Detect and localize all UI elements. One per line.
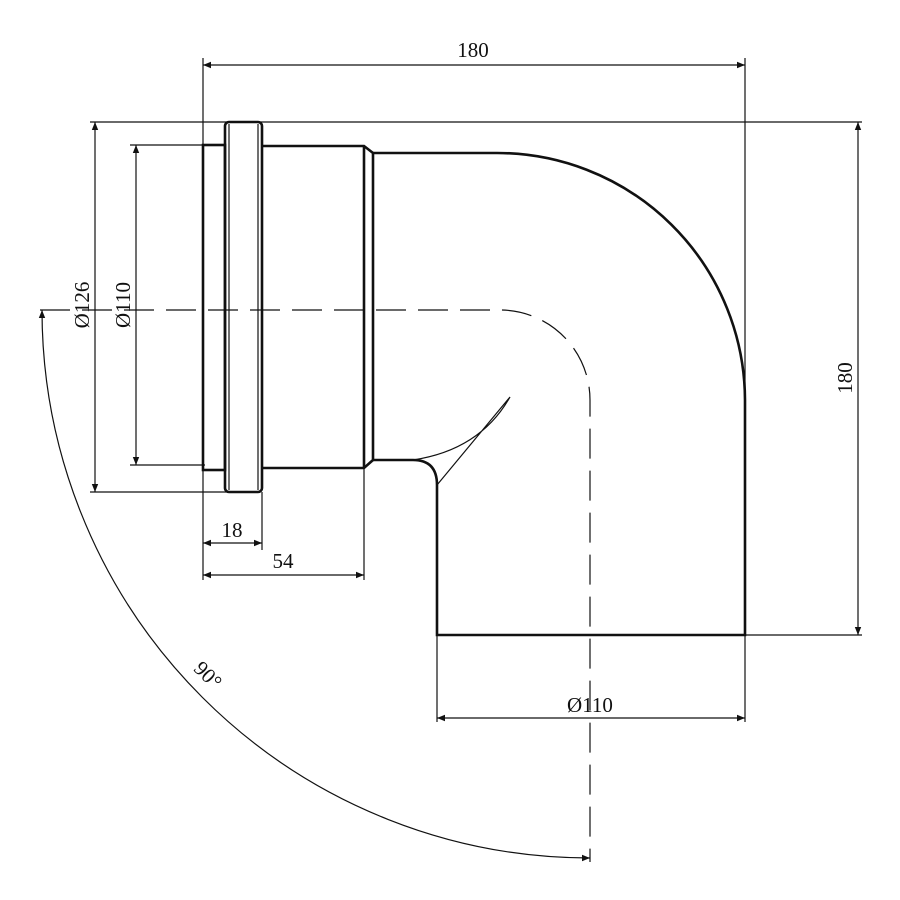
outlet-diameter-label: Ø110 — [567, 693, 613, 717]
seal-ring — [223, 120, 264, 494]
height-dimension-label: 180 — [833, 362, 857, 394]
angle-label: 90° — [189, 656, 227, 694]
inner-bend-edge — [412, 396, 511, 486]
ring-width-label: 18 — [222, 518, 243, 542]
socket-length-label: 54 — [273, 549, 295, 573]
outer-diameter-label: Ø126 — [70, 282, 94, 329]
inner-diameter-label: Ø110 — [111, 282, 135, 328]
centerline — [40, 309, 591, 862]
angle-dimension-arc — [38, 309, 591, 862]
bend-body — [373, 151, 747, 637]
spigot-lip — [201, 143, 227, 472]
width-dimension-label: 180 — [457, 38, 489, 62]
socket-body — [262, 144, 375, 470]
